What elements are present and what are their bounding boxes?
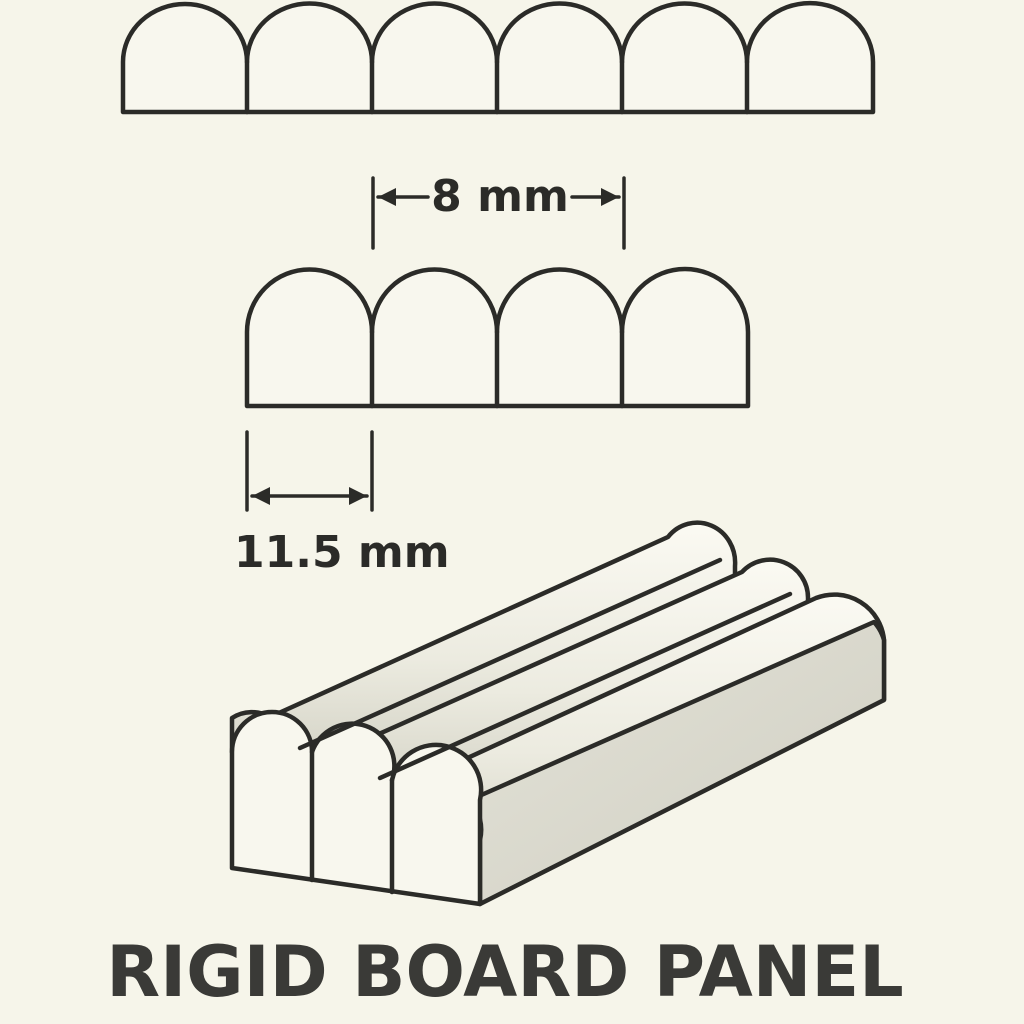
dimension-top-label: 8 mm [431,171,569,222]
middle-profile-strip [244,266,751,409]
back-tube-body [229,520,738,773]
dimension-bottom-left-arrowhead [252,487,270,505]
dimension-top-left-arrowhead [378,188,396,206]
tube-seam-line [297,557,723,751]
dimension-bottom: 11.5 mm [234,430,450,578]
top-profile-strip [120,0,876,115]
board-panel-3d [229,520,887,907]
tube-seam-line [377,591,793,781]
dimension-top-right-arrowhead [601,188,619,206]
dimension-bottom-right-arrowhead [349,487,367,505]
diagram-title: RIGID BOARD PANEL [106,931,904,1013]
dimension-top: 8 mm [371,171,626,250]
dimension-bottom-label: 11.5 mm [234,527,450,578]
